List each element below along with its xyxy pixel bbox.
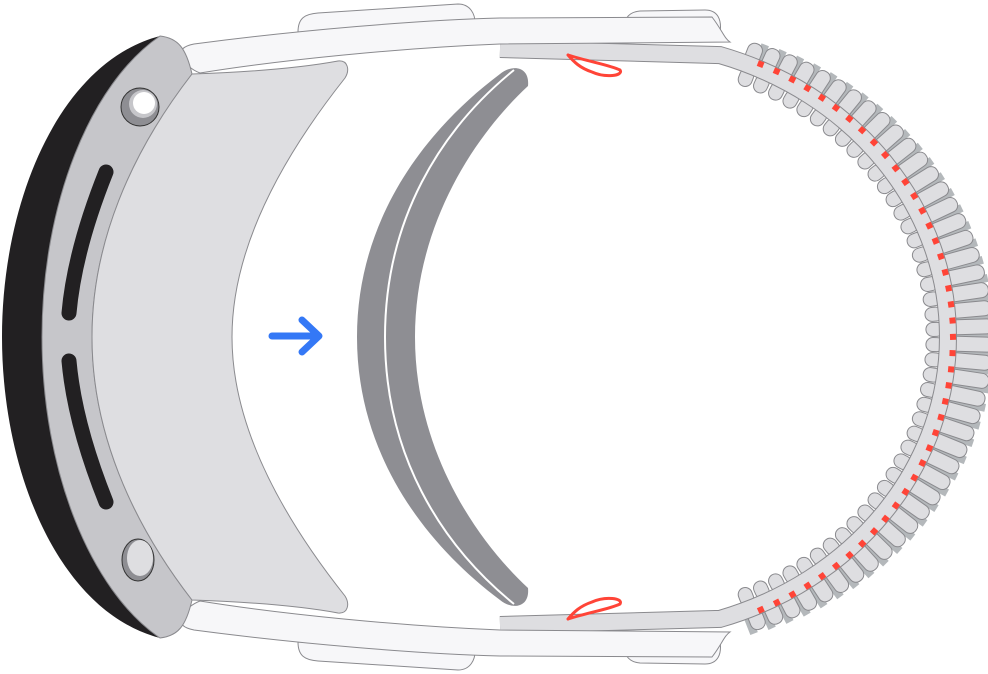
face-cushion [357, 68, 529, 606]
front-shell [2, 36, 190, 638]
red-marker [937, 413, 945, 422]
vent-slot-upper [61, 164, 114, 321]
red-marker [869, 527, 879, 536]
red-marker [947, 366, 955, 373]
red-marker [858, 539, 867, 548]
bottom-half-mirror [179, 596, 732, 672]
red-marker [756, 60, 765, 69]
top-strap [180, 16, 732, 74]
red-marker [788, 75, 797, 84]
headband-red-markers [756, 60, 957, 614]
red-marker [945, 284, 953, 292]
red-marker [918, 459, 927, 468]
headband-rib [900, 439, 960, 481]
red-marker [901, 177, 910, 187]
red-marker [831, 103, 841, 113]
red-marker [869, 138, 879, 147]
red-marker [910, 191, 919, 201]
headband [499, 41, 956, 633]
headband-rib [920, 381, 987, 412]
red-marker [910, 473, 919, 482]
digital-crown [120, 87, 160, 127]
red-loop-top [566, 53, 622, 78]
light-seal-face [91, 60, 349, 614]
red-marker [803, 84, 812, 93]
red-marker [931, 237, 940, 245]
red-marker [817, 93, 827, 102]
red-marker [941, 397, 949, 405]
red-marker [947, 300, 955, 308]
red-marker [925, 221, 934, 230]
vent-slot-lower [61, 353, 114, 510]
red-marker [831, 561, 841, 571]
red-marker [803, 581, 812, 590]
arrow-right-icon [268, 316, 323, 356]
top-button [121, 538, 155, 582]
red-marker [817, 571, 827, 581]
red-marker [945, 382, 953, 389]
headband-rib [893, 181, 955, 221]
red-marker [845, 114, 854, 123]
red-marker [949, 333, 957, 340]
headband-rib [922, 367, 988, 394]
cushion-seam [383, 69, 515, 605]
red-marker [949, 350, 956, 357]
red-marker [756, 605, 765, 614]
red-marker [788, 590, 797, 599]
red-marker [881, 514, 890, 524]
red-marker [941, 268, 949, 276]
headband-rib [885, 166, 945, 208]
red-marker [937, 252, 945, 261]
red-marker [857, 125, 867, 135]
red-marker [925, 444, 934, 452]
red-marker [891, 163, 900, 173]
headband-rib [900, 197, 964, 235]
red-marker [845, 550, 854, 560]
red-marker [772, 598, 781, 607]
red-marker [901, 487, 910, 496]
red-marker [918, 206, 927, 215]
red-marker [891, 501, 901, 510]
red-marker [949, 317, 956, 324]
red-marker [881, 150, 890, 160]
red-marker [772, 67, 781, 76]
red-marker [931, 428, 940, 437]
